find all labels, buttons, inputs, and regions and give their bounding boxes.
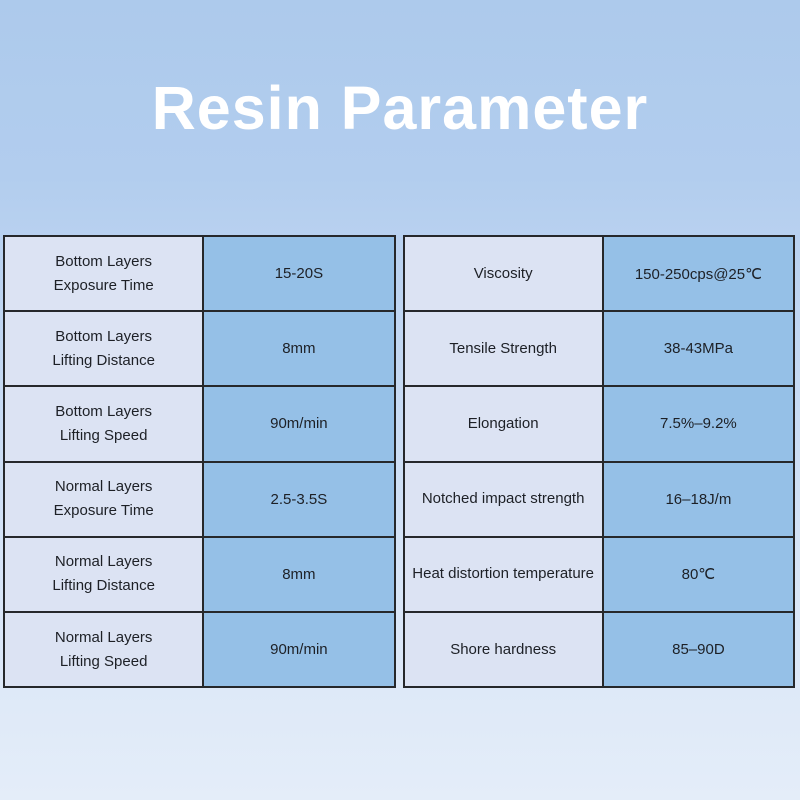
material-properties-table: Viscosity 150-250cps@25℃ Tensile Strengt… — [402, 235, 795, 689]
table-row: Viscosity 150-250cps@25℃ — [404, 237, 793, 311]
page-title: Resin Parameter — [151, 74, 649, 142]
param-value-cell: 38-43MPa — [603, 312, 793, 386]
table-row: Elongation 7.5%–9.2% — [404, 385, 793, 461]
param-value-cell: 150-250cps@25℃ — [603, 237, 793, 311]
table-row: Heat distortion temperature 80℃ — [404, 535, 793, 611]
param-label-cell: Shore hardness — [404, 612, 604, 687]
param-label-cell: Normal Layers Lifting Speed — [5, 612, 205, 687]
table-row: Bottom Layers Exposure Time 15-20S — [5, 237, 394, 311]
print-parameters-table: Bottom Layers Exposure Time 15-20S Botto… — [3, 235, 396, 689]
param-label-cell: Notched impact strength — [404, 462, 604, 536]
param-value-cell: 90m/min — [204, 612, 394, 687]
parameter-tables: Bottom Layers Exposure Time 15-20S Botto… — [3, 235, 795, 689]
param-label-cell: Tensile Strength — [404, 312, 604, 386]
param-value-cell: 2.5-3.5S — [204, 462, 394, 536]
param-value-cell: 16–18J/m — [603, 462, 793, 536]
param-value-cell: 80℃ — [603, 537, 793, 611]
table-row: Tensile Strength 38-43MPa — [404, 310, 793, 386]
table-row: Shore hardness 85–90D — [404, 610, 793, 687]
param-value-cell: 7.5%–9.2% — [603, 387, 793, 461]
param-label-cell: Normal Layers Exposure Time — [5, 462, 205, 536]
param-label-cell: Bottom Layers Exposure Time — [5, 237, 205, 311]
param-label-cell: Viscosity — [404, 237, 604, 311]
param-value-cell: 8mm — [204, 312, 394, 386]
param-value-cell: 90m/min — [204, 387, 394, 461]
param-label-cell: Elongation — [404, 387, 604, 461]
param-label-cell: Normal Layers Lifting Distance — [5, 537, 205, 611]
table-row: Normal Layers Exposure Time 2.5-3.5S — [5, 460, 394, 536]
param-label-cell: Heat distortion temperature — [404, 537, 604, 611]
table-row: Normal Layers Lifting Speed 90m/min — [5, 610, 394, 687]
table-row: Normal Layers Lifting Distance 8mm — [5, 535, 394, 611]
table-row: Notched impact strength 16–18J/m — [404, 460, 793, 536]
param-value-cell: 85–90D — [603, 612, 793, 687]
table-row: Bottom Layers Lifting Distance 8mm — [5, 310, 394, 386]
param-label-cell: Bottom Layers Lifting Distance — [5, 312, 205, 386]
param-label-cell: Bottom Layers Lifting Speed — [5, 387, 205, 461]
param-value-cell: 15-20S — [204, 237, 394, 311]
param-value-cell: 8mm — [204, 537, 394, 611]
table-row: Bottom Layers Lifting Speed 90m/min — [5, 385, 394, 461]
